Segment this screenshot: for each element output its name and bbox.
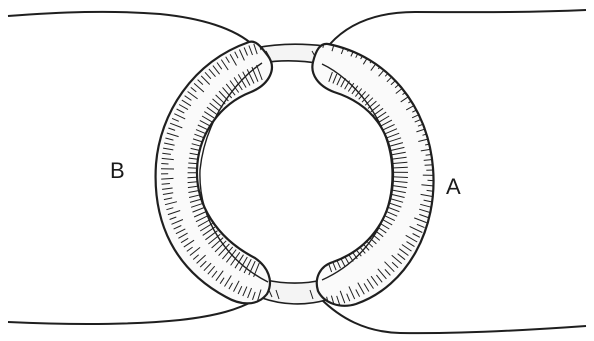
hatch-stroke [319,34,321,44]
label-b: B [110,158,125,183]
left-crescent-b [156,42,272,304]
hatch-stroke [161,164,168,165]
label-a: A [446,174,461,199]
hatch-stroke [161,178,173,179]
hatch-stroke [392,167,408,168]
right-crescent-a [312,44,433,306]
hatch-stroke [188,177,199,178]
upper-tube-outline [8,10,586,46]
hatch-stroke [162,184,170,185]
hatch-stroke [425,165,436,166]
